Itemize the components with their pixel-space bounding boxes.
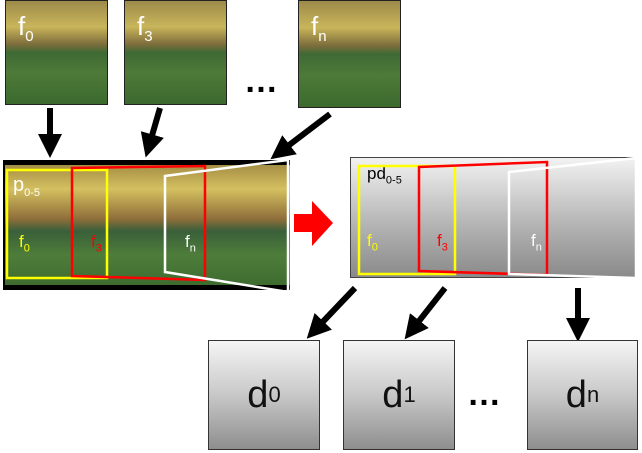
pano-label-f3: f3 (91, 232, 102, 255)
pd-box-f3 (417, 160, 549, 277)
pd-label-fn: fn (531, 231, 542, 254)
frame-label: f0 (18, 11, 34, 46)
depth-panorama: pd0-5 f0 f3 fn (350, 157, 637, 278)
arrow-fn (270, 111, 332, 160)
pd-label-f0: f0 (367, 231, 378, 254)
arrow-d0 (306, 285, 358, 339)
pano-label-fn: fn (185, 232, 196, 255)
input-frame-0: f0 (5, 0, 108, 105)
panorama: p0-5 f0 f3 fn (3, 160, 290, 290)
pano-box-fn (163, 158, 290, 294)
pd-box-f0 (357, 164, 457, 276)
depth-maps-ellipsis: … (467, 375, 503, 413)
frame-label: f3 (137, 11, 153, 46)
pano-box-f0 (5, 168, 109, 280)
arrow-f3 (140, 107, 164, 158)
pd-box-fn (507, 156, 638, 280)
input-frame-n: fn (298, 0, 401, 108)
arrow-d1 (404, 286, 448, 340)
pano-label-f0: f0 (19, 232, 30, 255)
pano-box-f3 (70, 164, 207, 282)
panorama-label: p0-5 (13, 174, 41, 199)
frame-label: fn (311, 11, 327, 46)
depth-panorama-label: pd0-5 (367, 164, 402, 187)
input-frame-3: f3 (124, 0, 227, 105)
pd-label-f3: f3 (437, 231, 448, 254)
transform-arrow-icon (294, 201, 333, 246)
frames-ellipsis: … (244, 62, 280, 100)
